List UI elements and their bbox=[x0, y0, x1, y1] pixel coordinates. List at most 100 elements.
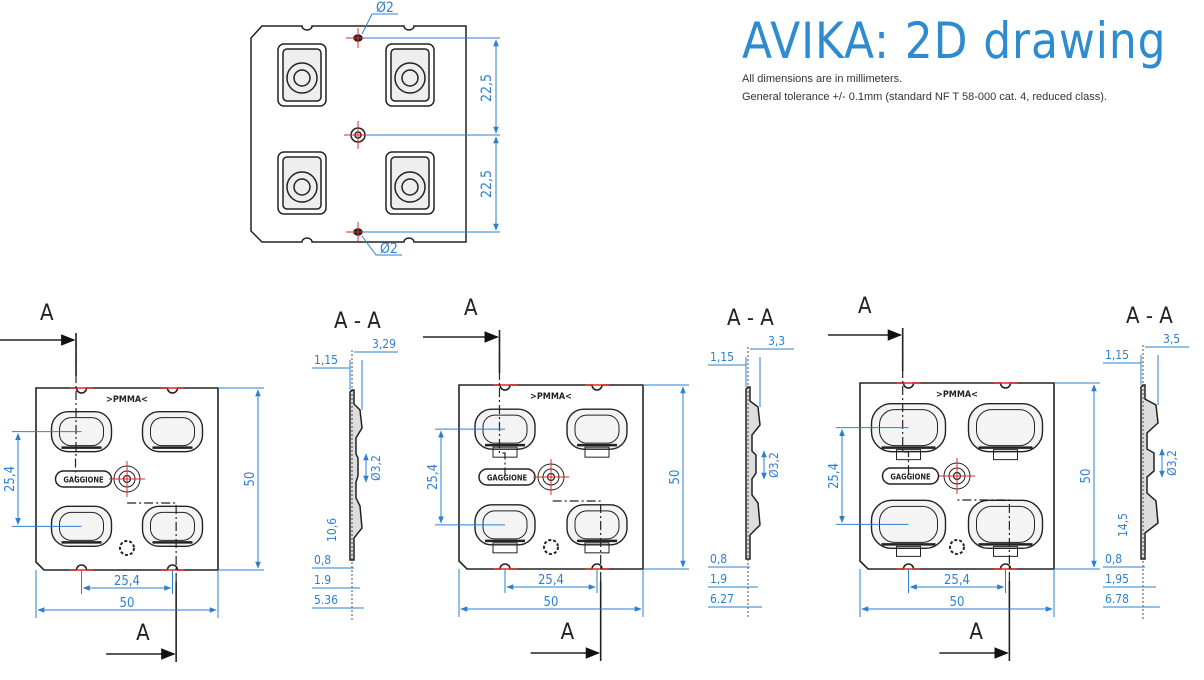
sec-dim-top-right: 3,29 bbox=[372, 337, 396, 351]
section-path bbox=[74, 340, 77, 479]
pitch-lower-label: 22,5 bbox=[479, 170, 495, 198]
top-view bbox=[250, 25, 467, 243]
sec-dim-diameter: Ø3,2 bbox=[767, 452, 781, 478]
sec-dim-b3: 6.27 bbox=[710, 592, 734, 606]
sec-dim-top-right: 3,3 bbox=[768, 334, 785, 348]
lens-3 bbox=[474, 504, 536, 554]
lens-1 bbox=[870, 402, 947, 461]
front-dimensions bbox=[12, 387, 264, 618]
front-dimension-labels: 25,4 50 25,4 50 bbox=[827, 463, 1094, 610]
pitch-upper-label: 22,5 bbox=[479, 74, 495, 102]
section-letter-top: A bbox=[40, 301, 54, 326]
dimensions-note: All dimensions are in millimeters. bbox=[742, 73, 903, 85]
section-path-bottom bbox=[957, 499, 1010, 581]
gaggione-logo-text: GAGGIONE bbox=[63, 476, 104, 485]
section-dimensions bbox=[312, 351, 398, 609]
section-dimensions bbox=[708, 348, 794, 608]
sec-dim-diameter: Ø3,2 bbox=[1165, 450, 1179, 476]
pmma-mark: >PMMA< bbox=[936, 390, 978, 400]
section-profile bbox=[349, 389, 363, 561]
sec-dim-b2: 1,95 bbox=[1105, 572, 1129, 586]
section-letter-top: A bbox=[858, 294, 872, 319]
dim-width: 50 bbox=[950, 595, 965, 610]
pmma-mark: >PMMA< bbox=[530, 392, 572, 402]
dim-pitch-horizontal: 25,4 bbox=[538, 573, 564, 588]
section-letter-bottom: A bbox=[136, 621, 150, 646]
plate-outline bbox=[35, 387, 219, 571]
dim-height: 50 bbox=[668, 470, 683, 485]
lens-4 bbox=[566, 504, 628, 554]
section-dimensions bbox=[1103, 346, 1189, 608]
section-title: A - A bbox=[334, 309, 381, 334]
section-profile bbox=[745, 386, 761, 560]
tolerance-note: General tolerance +/- 0.1mm (standard NF… bbox=[742, 91, 1107, 103]
sec-dim-middle: 14,5 bbox=[1116, 513, 1130, 537]
top-view-centerlines bbox=[344, 28, 372, 242]
pmma-mark: >PMMA< bbox=[106, 395, 148, 405]
section-letter-bottom: A bbox=[969, 620, 983, 645]
lens-4 bbox=[141, 505, 204, 548]
sec-dim-b3: 5.36 bbox=[314, 593, 338, 607]
section-path-bottom bbox=[551, 500, 602, 581]
sec-dim-top-left: 1,15 bbox=[710, 350, 734, 364]
front-dimensions bbox=[435, 384, 689, 617]
sec-dim-b2: 1,9 bbox=[710, 572, 727, 586]
section-view-2: A - A 1,15 3,3Ø3,2 0,8 1,9 6.27 bbox=[708, 306, 794, 619]
dim-height: 50 bbox=[1079, 469, 1094, 484]
dim-pitch-vertical: 25,4 bbox=[827, 463, 842, 489]
sec-dim-b2: 1.9 bbox=[314, 573, 331, 587]
lens-2 bbox=[967, 402, 1044, 461]
gaggione-logo bbox=[881, 467, 940, 485]
sec-dim-top-left: 1,15 bbox=[314, 353, 338, 367]
lens-1 bbox=[474, 408, 536, 458]
section-dimension-labels: 1,153,5Ø3,214,50,81,956.78 bbox=[1105, 332, 1180, 606]
section-dimension-labels: 1,15 3,3Ø3,2 0,8 1,9 6.27 bbox=[710, 334, 785, 606]
sec-dim-middle: 10,6 bbox=[325, 518, 339, 542]
top-view-dimensions bbox=[361, 13, 500, 256]
section-title: A - A bbox=[727, 306, 774, 331]
recycle-icon bbox=[949, 539, 965, 555]
top-lens-2 bbox=[385, 43, 435, 107]
sec-dim-top-left: 1,15 bbox=[1105, 348, 1129, 362]
top-hole-label: Ø2 bbox=[376, 0, 394, 16]
lens-3 bbox=[870, 499, 947, 557]
top-lens-3 bbox=[277, 151, 327, 215]
gaggione-logo-text: GAGGIONE bbox=[890, 473, 931, 482]
section-path bbox=[498, 337, 506, 477]
sec-dim-b1: 0,8 bbox=[1105, 552, 1122, 566]
lens-2 bbox=[566, 408, 628, 458]
sec-dim-b1: 0,8 bbox=[314, 553, 331, 567]
section-letter-top: A bbox=[464, 296, 478, 321]
recycle-icon bbox=[119, 540, 135, 556]
plate-outline bbox=[458, 384, 644, 570]
bottom-hole-label: Ø2 bbox=[380, 241, 398, 257]
dim-pitch-horizontal: 25,4 bbox=[944, 573, 970, 588]
gaggione-logo-text: GAGGIONE bbox=[487, 474, 528, 483]
sec-dim-b3: 6.78 bbox=[1105, 592, 1129, 606]
sec-dim-b1: 0,8 bbox=[710, 552, 727, 566]
section-letter-bottom: A bbox=[561, 620, 575, 645]
recycle-icon bbox=[543, 539, 559, 555]
dim-pitch-vertical: 25,4 bbox=[426, 464, 441, 490]
dim-pitch-horizontal: 25,4 bbox=[114, 574, 140, 589]
section-title: A - A bbox=[1126, 304, 1173, 329]
page-title: AVIKA: 2D drawing bbox=[742, 12, 1167, 70]
top-lens-4 bbox=[385, 151, 435, 215]
top-lens-1 bbox=[277, 43, 327, 107]
section-path bbox=[902, 335, 910, 476]
plate-outline bbox=[859, 382, 1055, 570]
section-view-3: A - A1,153,5Ø3,214,50,81,956.78 bbox=[1103, 304, 1189, 619]
dim-height: 50 bbox=[243, 472, 258, 487]
sec-dim-diameter: Ø3,2 bbox=[369, 455, 383, 481]
dim-width: 50 bbox=[120, 596, 135, 611]
top-view-outline bbox=[250, 25, 467, 243]
front-view-3: >PMMA< GAGGIONE A A 25,4 50 25,4 50 bbox=[827, 294, 1100, 661]
